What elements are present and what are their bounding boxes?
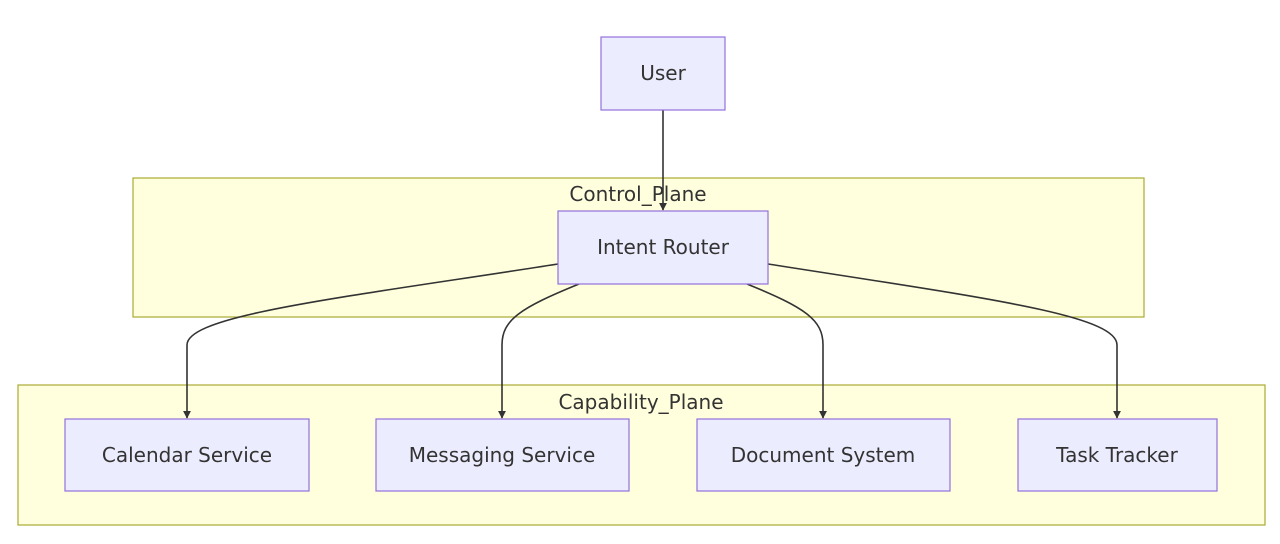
edge-intent-router-to-task-tracker [767,263,1121,419]
node-user: User [600,36,726,111]
node-calendar-service: Calendar Service [64,418,310,492]
node-document-system: Document System [696,418,951,492]
node-task-tracker-label: Task Tracker [1055,443,1178,467]
edge-intent-router-to-document-system [746,283,827,419]
node-messaging-service-label: Messaging Service [409,443,596,467]
node-intent-router: Intent Router [557,210,769,285]
node-user-label: User [640,61,686,85]
node-task-tracker: Task Tracker [1017,418,1218,492]
node-calendar-service-label: Calendar Service [102,443,272,467]
node-intent-router-label: Intent Router [597,235,730,259]
edges [183,110,1121,419]
node-document-system-label: Document System [731,443,916,467]
edge-intent-router-to-messaging-service [498,283,580,419]
cluster-capability-plane-label: Capability_Plane [558,390,723,414]
node-messaging-service: Messaging Service [375,418,630,492]
cluster-control-plane-label: Control_Plane [569,182,706,206]
edge-intent-router-to-calendar-service [183,263,559,419]
